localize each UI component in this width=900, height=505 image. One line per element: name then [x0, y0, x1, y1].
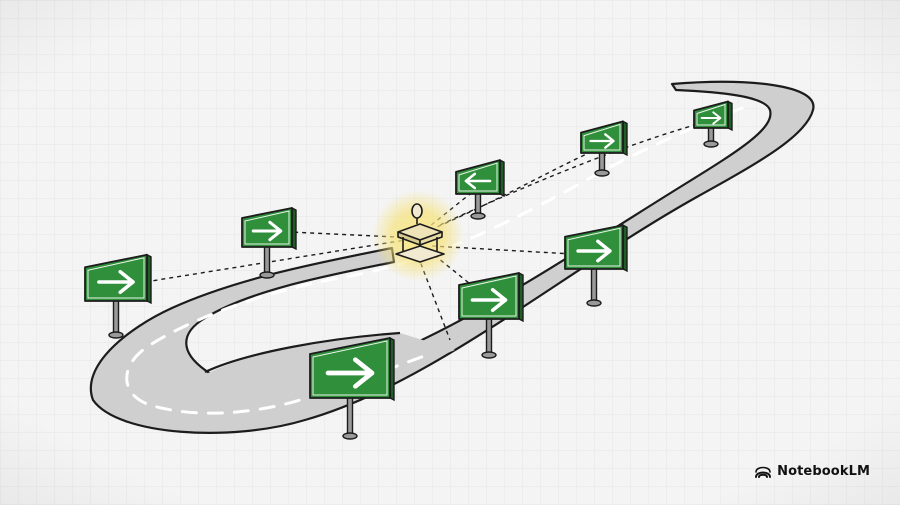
road-signs: [84, 100, 733, 440]
road-tail-edge: [204, 331, 401, 373]
sign-inner-border: [87, 257, 145, 299]
notebooklm-logo-icon: [755, 466, 772, 478]
sign-panel: [455, 159, 501, 195]
arrow-left-icon: [464, 172, 492, 190]
sign-inner-border: [312, 340, 388, 396]
road-sign-1: [84, 253, 152, 339]
arrow-right-icon: [589, 133, 615, 149]
sign-panel: [564, 224, 624, 270]
tollbooth-icon: [395, 203, 445, 263]
arrow-right-icon: [700, 111, 722, 125]
sign-base: [594, 169, 610, 177]
sign-panel: [580, 120, 624, 154]
road-sign-7: [458, 271, 524, 359]
sign-inner-border: [461, 275, 517, 317]
watermark-label: NotebookLM: [777, 464, 870, 479]
sign-inner-border: [583, 123, 621, 151]
sign-inner-border: [458, 162, 498, 192]
sign-base: [586, 299, 602, 307]
sign-post: [112, 298, 120, 336]
sign-base: [470, 212, 486, 220]
sign-base: [108, 331, 124, 339]
arrow-right-icon: [470, 287, 508, 313]
arrow-right-icon: [251, 220, 283, 242]
road-sign-8: [309, 336, 395, 440]
lane-dashes: [125, 106, 744, 415]
sign-post: [346, 395, 354, 437]
arrow-right-icon: [97, 269, 135, 295]
sign-inner-border: [244, 210, 290, 245]
road-sign-4: [580, 120, 628, 177]
road-sign-5: [693, 100, 733, 148]
sign-inner-border: [696, 103, 726, 126]
arrow-right-icon: [325, 357, 375, 389]
sign-base: [259, 271, 275, 279]
sign-panel: [84, 253, 148, 302]
road-sign-3: [455, 159, 505, 220]
sign-panel: [458, 272, 520, 320]
road-sign-6: [564, 224, 628, 307]
sign-post: [263, 244, 271, 276]
sign-base: [703, 140, 719, 148]
road-sign-2: [241, 206, 297, 279]
sign-post: [590, 266, 598, 304]
sign-panel: [693, 100, 729, 129]
sign-inner-border: [567, 227, 621, 267]
sign-panel: [241, 207, 293, 248]
arrow-right-icon: [576, 239, 612, 263]
notebooklm-watermark: NotebookLM: [755, 464, 870, 479]
sign-base: [342, 432, 358, 440]
sign-base: [481, 351, 497, 359]
sign-post: [485, 316, 493, 356]
